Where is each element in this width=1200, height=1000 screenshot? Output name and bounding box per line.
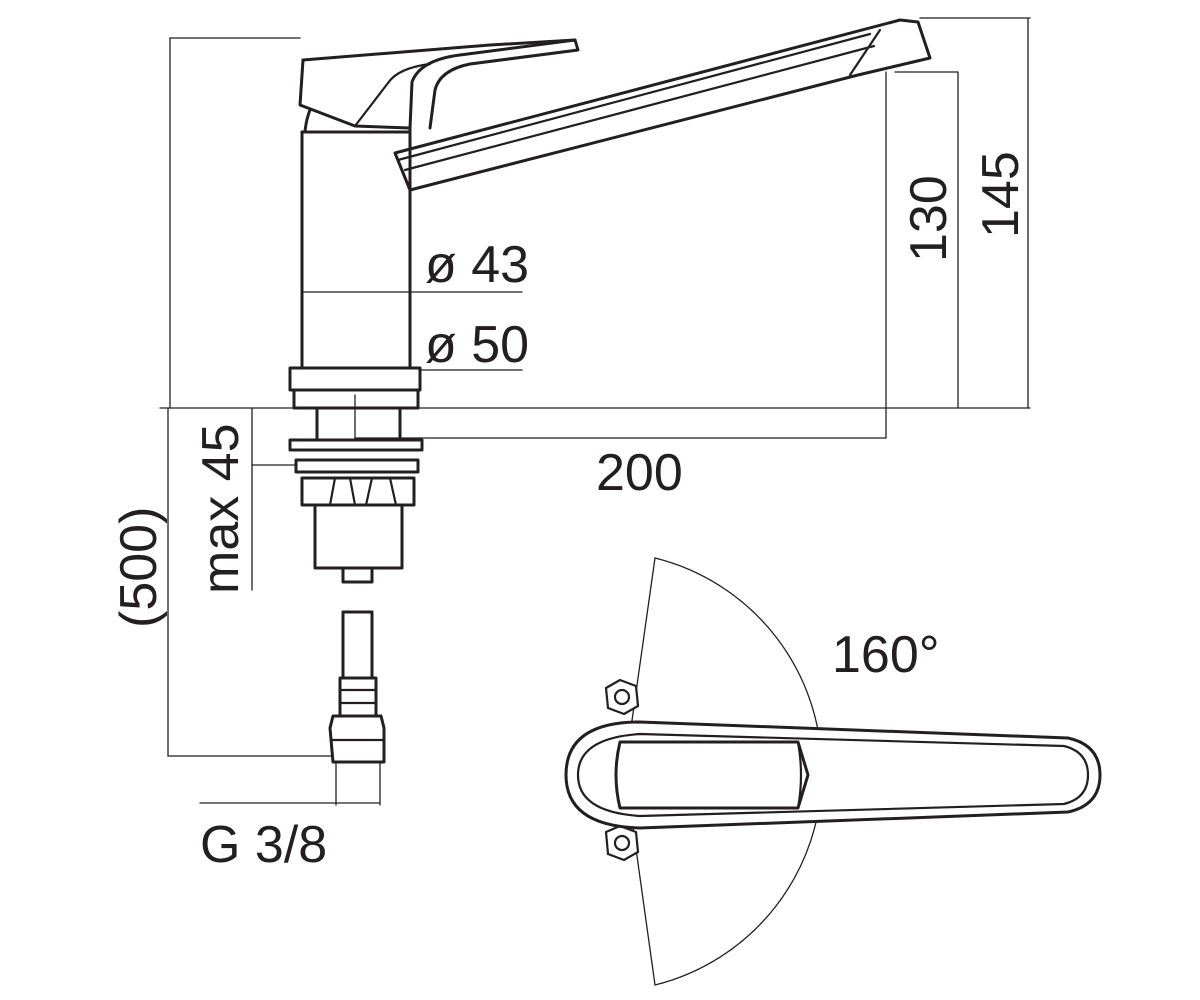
label-diameter-43: ø 43 — [425, 236, 529, 294]
dimension-200 — [354, 394, 887, 439]
label-diameter-50: ø 50 — [425, 316, 529, 374]
base-flange — [288, 366, 422, 410]
faucet-body — [300, 126, 412, 370]
label-height-130: 130 — [900, 175, 958, 262]
mounting-shank — [288, 406, 424, 584]
mounting-nut-bottom — [604, 824, 640, 862]
dimension-max-45 — [251, 407, 297, 591]
label-thread: G 3/8 — [200, 816, 327, 874]
dimension-145 — [169, 17, 1031, 409]
label-rotation: 160° — [832, 626, 940, 684]
lever-handle — [298, 38, 580, 134]
dimension-500 — [167, 407, 334, 757]
faucet-side-view — [159, 17, 1031, 806]
flex-hose — [328, 610, 386, 764]
lever-top-outline — [614, 740, 810, 810]
label-height-145: 145 — [972, 151, 1030, 238]
label-max-45: max 45 — [192, 423, 250, 594]
label-hose-500: (500) — [110, 507, 168, 628]
mounting-nut-top — [604, 678, 640, 716]
dimension-130 — [885, 71, 959, 439]
faucet-top-view — [564, 557, 1102, 986]
label-reach-200: 200 — [596, 444, 683, 502]
dimension-thread — [199, 761, 381, 806]
